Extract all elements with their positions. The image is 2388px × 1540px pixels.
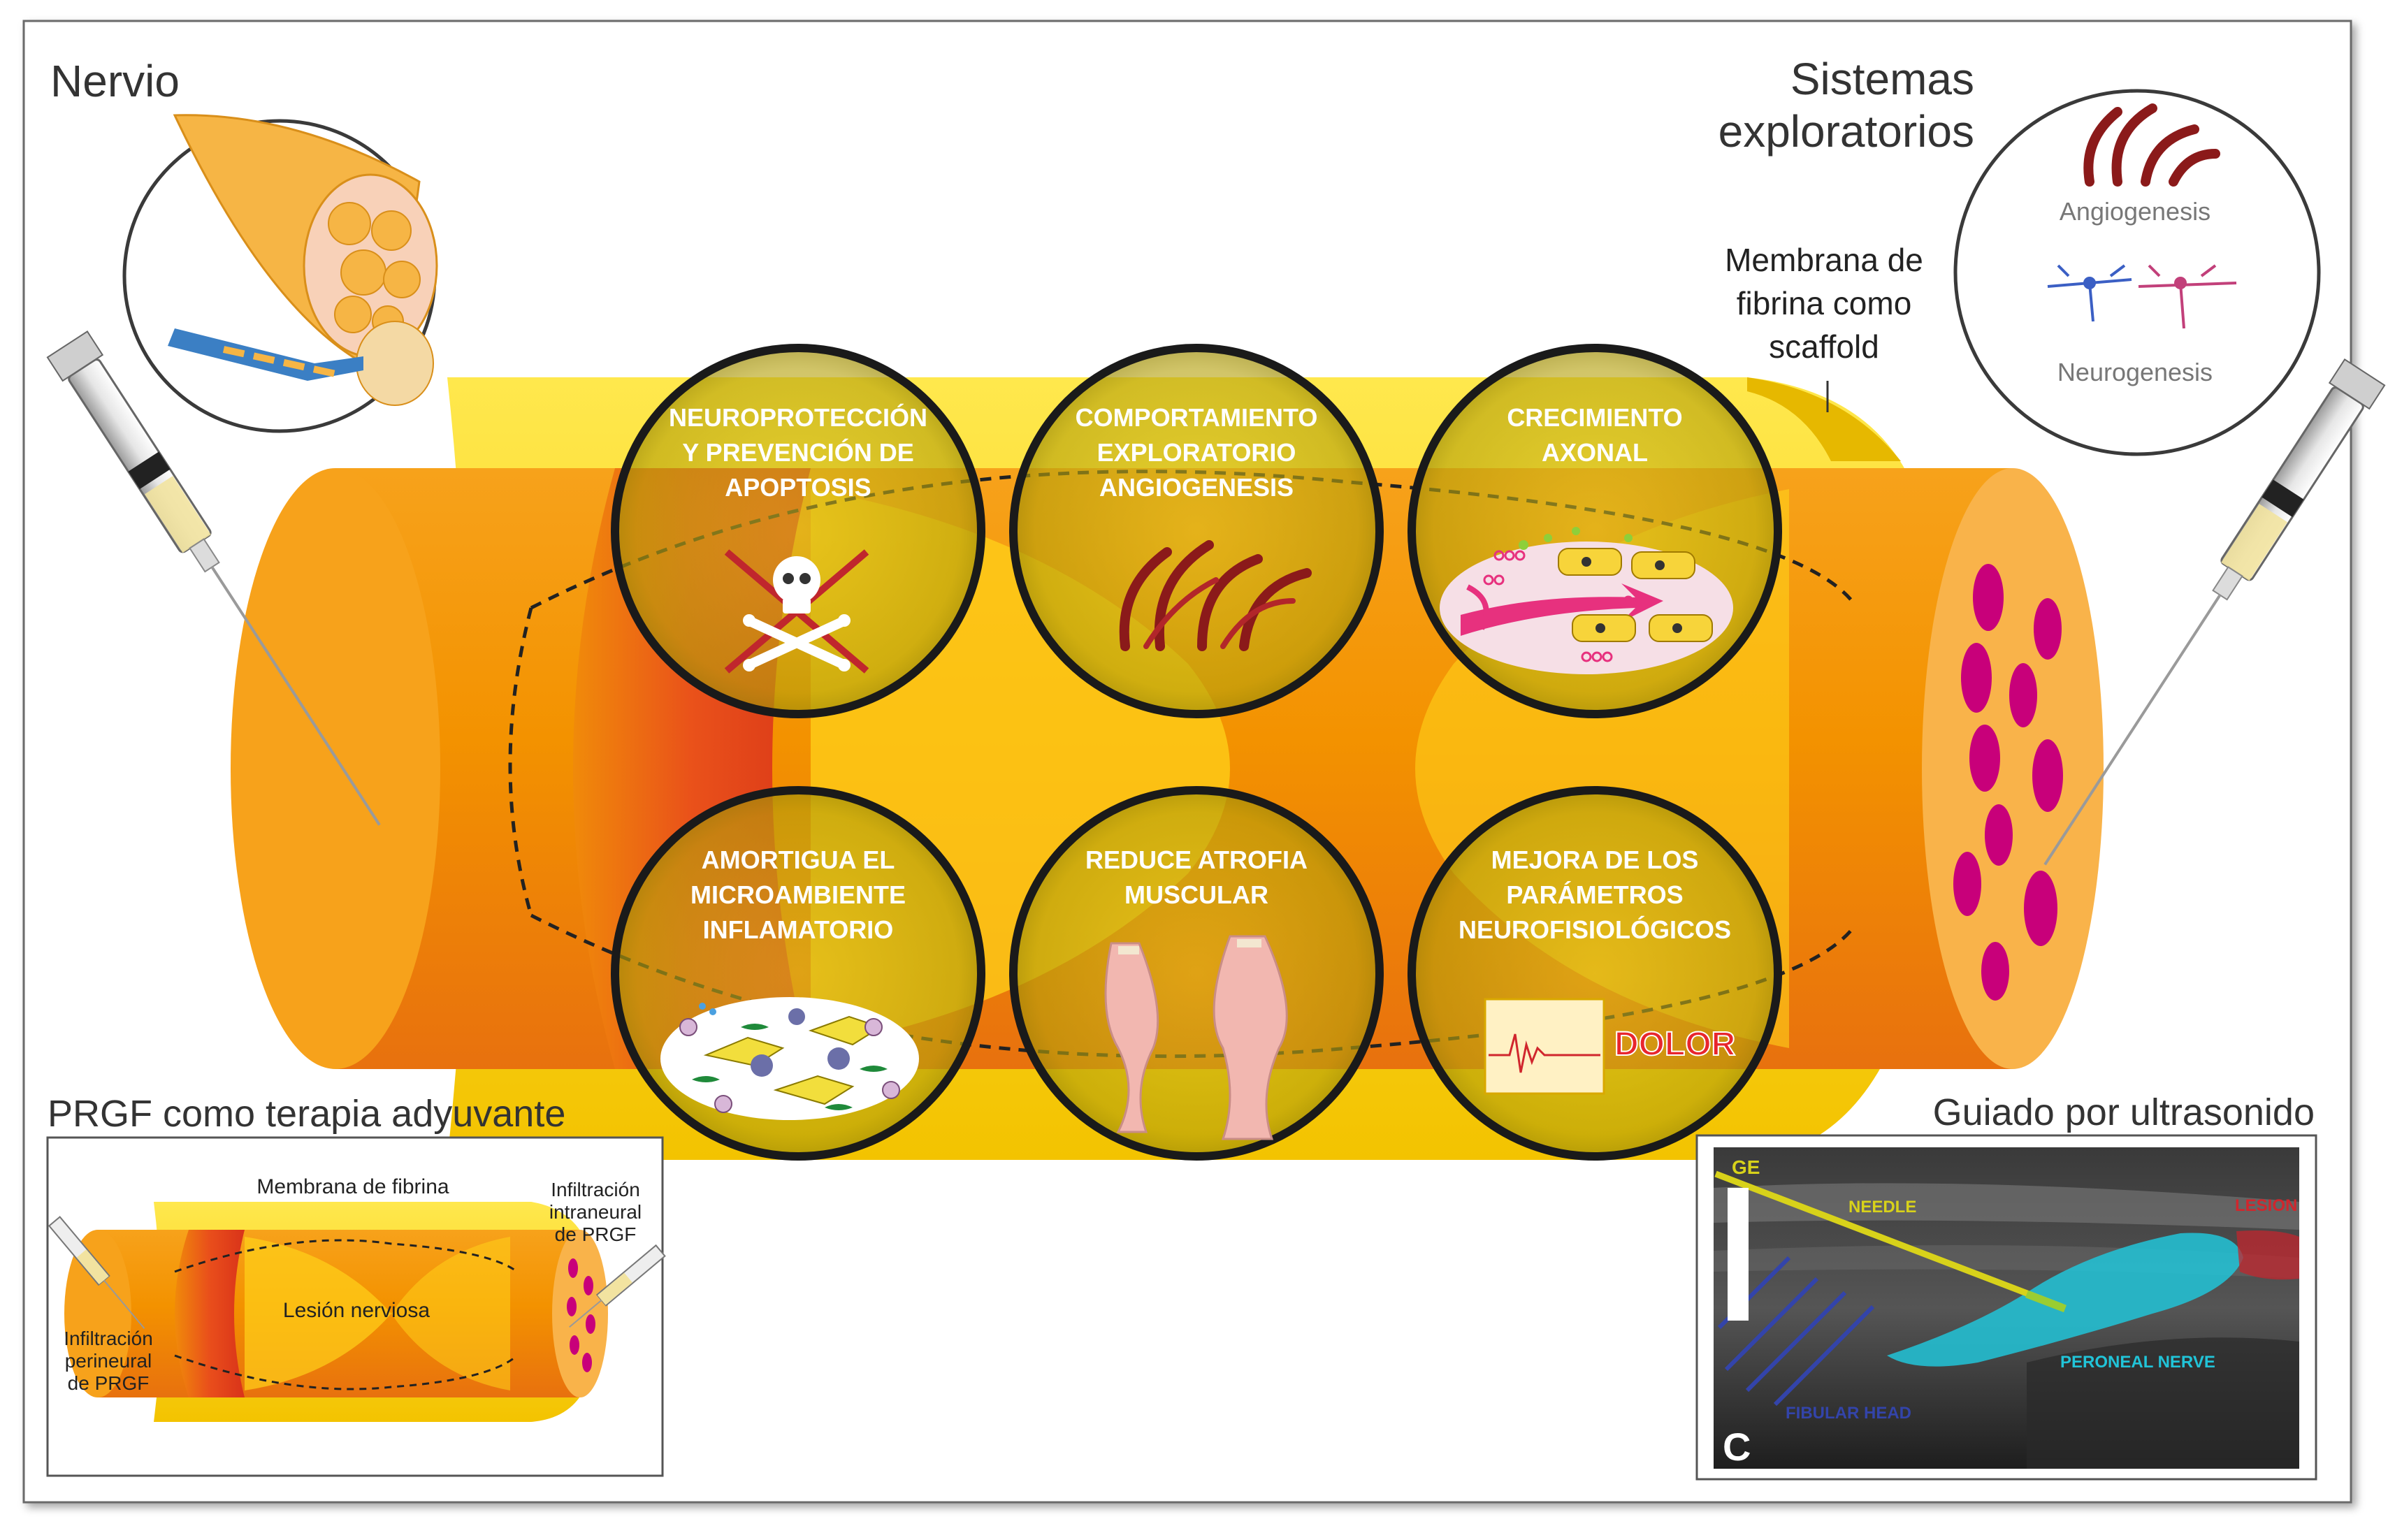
effect-bubble: NEUROPROTECCIÓN Y PREVENCIÓN DE APOPTOSIS — [611, 344, 985, 718]
effect-title-line: AXONAL — [1542, 438, 1648, 467]
heading-prgf: PRGF como terapia adyuvante — [48, 1093, 565, 1135]
prgf-inset-panel: Membrana de fibrina Lesión nerviosa Infi… — [46, 1136, 666, 1477]
heading-sistemas-2: exploratorios — [1718, 106, 1974, 157]
angiogenesis-label: Angiogenesis — [2060, 197, 2210, 226]
membrane-label-line: fibrina como — [1737, 285, 1912, 321]
effect-bubble-circle — [1009, 344, 1384, 718]
effect-bubble: MEJORA DE LOS PARÁMETROS NEUROFISIOLÓGICOS — [1408, 786, 1782, 1161]
inset-lesion-label: Lesión nerviosa — [283, 1299, 430, 1322]
ultrasound-panel: GE NEEDLE LESION PERONEAL NERVE FIBULAR … — [1695, 1134, 2317, 1481]
effect-title-line: PARÁMETROS — [1506, 880, 1683, 909]
nerve-tube-left-end — [231, 468, 440, 1069]
syringe-left-icon — [46, 330, 381, 826]
syringe-right-icon — [2043, 358, 2386, 866]
effect-title-line: MICROAMBIENTE — [690, 880, 906, 909]
inflammatory-cells-icon — [660, 997, 919, 1120]
dolor-label: DOLOR — [1614, 1026, 1735, 1063]
effect-title-line: ANGIOGENESIS — [1099, 473, 1294, 502]
effect-bubble: REDUCE ATROFIA MUSCULAR — [1009, 786, 1384, 1161]
effect-title-line: Y PREVENCIÓN DE — [682, 437, 913, 467]
exploratory-systems-inset — [1953, 89, 2321, 456]
us-lesion-label: LESION — [2235, 1196, 2297, 1215]
inset-membrane-label: Membrana de fibrina — [256, 1175, 449, 1198]
effect-title-line: NEUROFISIOLÓGICOS — [1459, 915, 1731, 944]
effect-bubble: COMPORTAMIENTO EXPLORATORIO ANGIOGENESIS — [1009, 344, 1384, 718]
effect-title-line: REDUCE ATROFIA — [1085, 845, 1308, 874]
inset-intraneural-line: Infiltración — [551, 1179, 640, 1200]
us-needle-label: NEEDLE — [1848, 1198, 1916, 1216]
heading-nervio: Nervio — [50, 56, 180, 106]
fibrin-membrane-lip — [1747, 377, 1901, 461]
effect-bubble-circle — [611, 344, 985, 718]
us-peroneal-label: PERONEAL NERVE — [2060, 1353, 2215, 1372]
membrane-label-line: scaffold — [1769, 328, 1879, 365]
effect-title-line: MUSCULAR — [1124, 880, 1268, 909]
skull-crossbones-icon — [724, 549, 869, 674]
effect-title-line: CRECIMIENTO — [1507, 403, 1682, 432]
nerve-fascicles — [1953, 564, 2063, 1001]
effect-title-line: EXPLORATORIO — [1097, 438, 1296, 467]
membrane-label-line: Membrana de — [1725, 242, 1923, 278]
us-fibular-label: FIBULAR HEAD — [1786, 1404, 1911, 1423]
inset-perineural-line: de PRGF — [68, 1372, 150, 1394]
us-panel-letter: C — [1723, 1425, 1751, 1469]
emg-trace-icon — [1484, 998, 1605, 1095]
effect-bubble-circle — [1009, 786, 1384, 1161]
heading-sistemas-1: Sistemas — [1790, 54, 1974, 104]
nerve-cross-section — [1922, 468, 2104, 1069]
effect-title-line: INFLAMATORIO — [703, 915, 894, 944]
angiogenesis-icon — [2083, 103, 2220, 187]
effect-title-line: APOPTOSIS — [725, 473, 871, 502]
effect-title-line: AMORTIGUA EL — [702, 845, 895, 874]
effect-title-line: COMPORTAMIENTO — [1076, 403, 1318, 432]
inset-intraneural-line: intraneural — [549, 1201, 642, 1223]
axon-growth-icon — [1440, 527, 1733, 674]
inset-perineural-line: Infiltración — [64, 1328, 153, 1349]
vessel-sprouting-icon — [1119, 540, 1312, 651]
neurogenesis-icon — [2047, 264, 2237, 329]
inset-perineural-line: perineural — [65, 1350, 152, 1372]
effect-title-line: NEUROPROTECCIÓN — [669, 402, 927, 432]
heading-guiado: Guiado por ultrasonido — [1933, 1091, 2315, 1133]
effect-title-line: MEJORA DE LOS — [1491, 845, 1699, 874]
muscle-icon — [1104, 935, 1288, 1140]
inset-intraneural-line: de PRGF — [555, 1223, 637, 1245]
neurogenesis-label: Neurogenesis — [2057, 358, 2213, 386]
nerve-anatomy-inset — [122, 114, 438, 433]
membrane-label: Membrana de fibrina como scaffold — [1725, 242, 1923, 365]
us-ge-label: GE — [1732, 1156, 1760, 1178]
